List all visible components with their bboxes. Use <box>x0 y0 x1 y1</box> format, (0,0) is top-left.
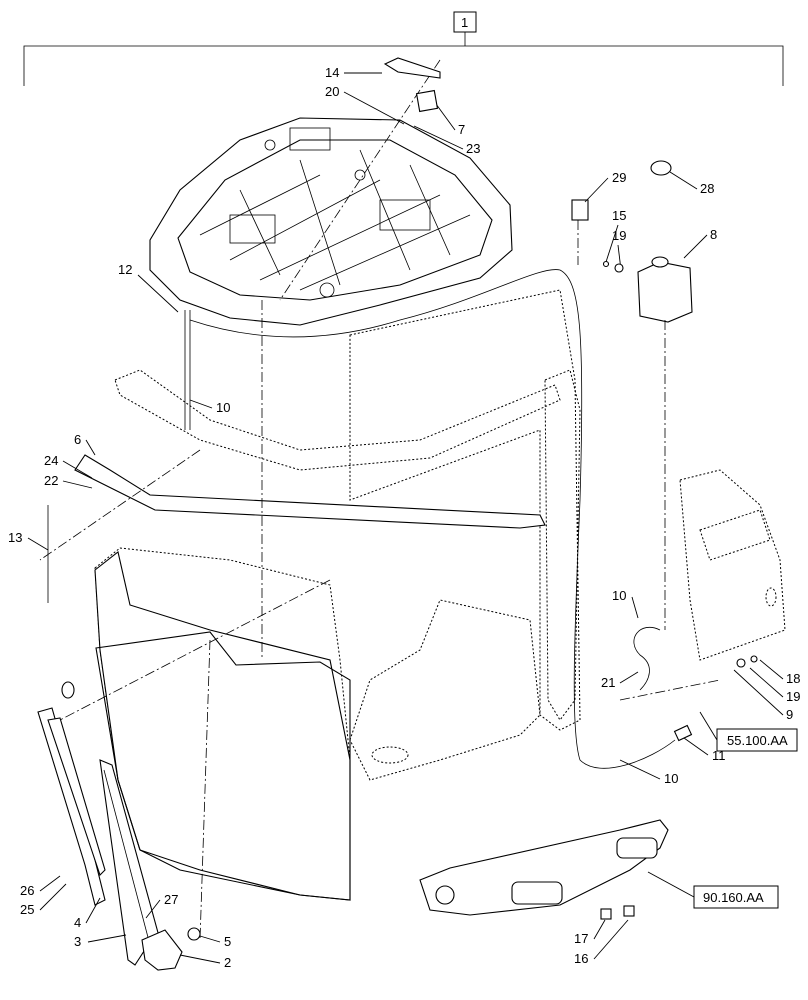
cab-roof <box>149 117 513 326</box>
callout-28: 28 <box>669 171 714 196</box>
svg-text:13: 13 <box>8 530 22 545</box>
callout-8: 8 <box>683 227 717 259</box>
callout-3: 3 <box>74 934 127 949</box>
front-panel <box>419 819 669 916</box>
callout-27: 27 <box>145 892 178 919</box>
callout-25: 25 <box>20 883 67 917</box>
callout-7: 7 <box>435 103 465 137</box>
svg-text:9: 9 <box>786 707 793 722</box>
washer-reservoir <box>571 160 693 323</box>
svg-text:25: 25 <box>20 902 34 917</box>
svg-text:26: 26 <box>20 883 34 898</box>
callout-2: 2 <box>179 954 231 970</box>
callout-12: 12 <box>118 262 179 313</box>
svg-text:10: 10 <box>664 771 678 786</box>
washer-hose-right <box>633 626 661 691</box>
visor-panel <box>74 454 546 529</box>
callout-13: 13 <box>8 505 49 603</box>
chain-lines <box>39 59 721 941</box>
svg-text:15: 15 <box>612 208 626 223</box>
svg-text:28: 28 <box>700 181 714 196</box>
wiper-motor <box>141 927 201 971</box>
callout-10-left: 10 <box>189 399 230 415</box>
callout-16: 16 <box>574 919 629 966</box>
svg-text:6: 6 <box>74 432 81 447</box>
callout-22: 22 <box>44 473 93 489</box>
svg-text:23: 23 <box>466 141 480 156</box>
callout-9: 9 <box>733 669 793 722</box>
callout-15: 15 <box>605 208 626 263</box>
svg-text:24: 24 <box>44 453 58 468</box>
callout-10-bottom: 10 <box>619 759 678 786</box>
svg-text:18: 18 <box>786 671 800 686</box>
callout-10-right: 10 <box>612 588 639 619</box>
svg-text:17: 17 <box>574 931 588 946</box>
svg-text:55.100.AA: 55.100.AA <box>727 733 788 748</box>
wiper-assembly <box>37 681 161 966</box>
callout-19-right: 19 <box>749 667 800 704</box>
svg-text:10: 10 <box>216 400 230 415</box>
callouts: 14 20 7 23 29 28 15 19 8 12 10 6 24 22 1… <box>8 65 800 970</box>
svg-text:16: 16 <box>574 951 588 966</box>
svg-text:8: 8 <box>710 227 717 242</box>
svg-text:90.160.AA: 90.160.AA <box>703 890 764 905</box>
callout-5: 5 <box>199 934 231 949</box>
callout-29: 29 <box>584 170 626 203</box>
connectors <box>383 57 758 920</box>
svg-text:10: 10 <box>612 588 626 603</box>
svg-text:5: 5 <box>224 934 231 949</box>
callout-24: 24 <box>44 453 93 479</box>
cab-frame <box>94 289 786 901</box>
svg-text:14: 14 <box>325 65 339 80</box>
svg-text:12: 12 <box>118 262 132 277</box>
callout-6: 6 <box>74 432 96 456</box>
callout-21: 21 <box>601 671 639 690</box>
callout-14: 14 <box>325 65 382 80</box>
reference-90-160: 90.160.AA <box>647 871 779 909</box>
callout-17: 17 <box>574 919 606 946</box>
svg-text:20: 20 <box>325 84 339 99</box>
callout-4: 4 <box>74 897 101 930</box>
reference-55-100: 55.100.AA <box>699 711 798 752</box>
assembly-bracket <box>23 11 784 86</box>
callout-23: 23 <box>413 125 480 156</box>
svg-text:7: 7 <box>458 122 465 137</box>
callout-26: 26 <box>20 875 61 898</box>
svg-text:19: 19 <box>786 689 800 704</box>
side-panel <box>95 631 351 901</box>
svg-text:2: 2 <box>224 955 231 970</box>
svg-text:21: 21 <box>601 675 615 690</box>
svg-text:3: 3 <box>74 934 81 949</box>
svg-text:27: 27 <box>164 892 178 907</box>
svg-text:29: 29 <box>612 170 626 185</box>
callout-20: 20 <box>325 84 405 125</box>
svg-text:4: 4 <box>74 915 81 930</box>
assembly-number: 1 <box>461 15 468 30</box>
washer-hose-left <box>184 310 191 430</box>
callout-11: 11 <box>683 737 726 763</box>
svg-text:11: 11 <box>712 748 726 763</box>
svg-text:22: 22 <box>44 473 58 488</box>
callout-18: 18 <box>759 659 800 686</box>
washer-hose <box>189 269 676 769</box>
svg-text:19: 19 <box>612 228 626 243</box>
